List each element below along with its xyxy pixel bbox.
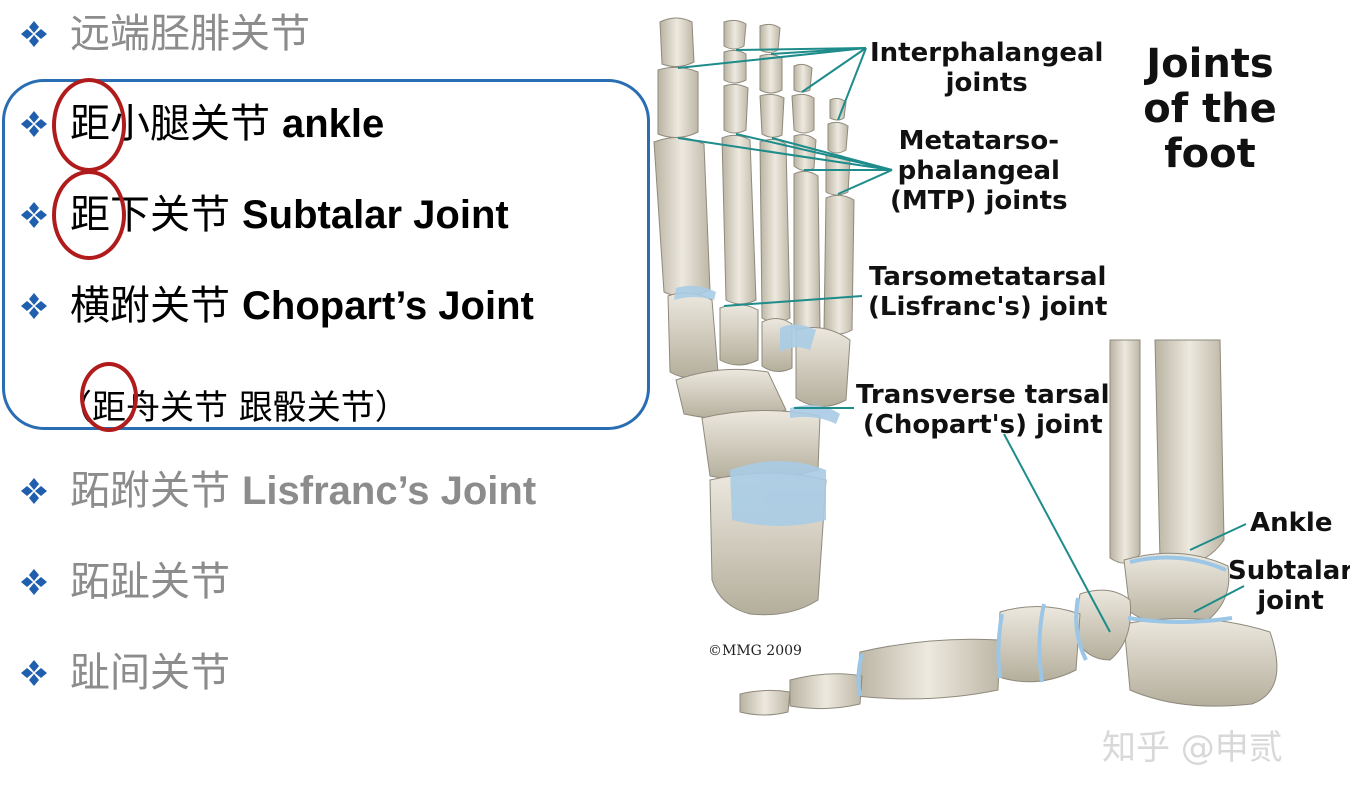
diamond-bullet-icon: [21, 21, 47, 47]
diamond-bullet-icon: [21, 111, 47, 137]
red-circle-highlight: [52, 170, 126, 260]
bullet-text-en: Subtalar Joint: [242, 193, 509, 237]
foot-anatomy-illustration: Interphalangeal joints Metatarso- phalan…: [640, 0, 1350, 794]
watermark: 知乎 @申贰: [1102, 728, 1283, 768]
bullet-item: 跖趾关节: [20, 562, 242, 602]
bullet-item: 横跗关节 Chopart’s Joint: [20, 286, 534, 326]
bullet-text-cn: 趾间关节: [70, 650, 230, 696]
bullet-text-cn: 跖趾关节: [70, 559, 230, 605]
diamond-bullet-icon: [21, 569, 47, 595]
label-transverse-tarsal: Transverse tarsal (Chopart's) joint: [856, 380, 1110, 440]
bullet-text-cn: 横跗关节: [70, 283, 230, 329]
lateral-foot: [739, 339, 1278, 716]
bullet-item: 趾间关节: [20, 653, 242, 693]
bullet-text-en: ankle: [282, 102, 385, 146]
bullet-text-cn: 远端胫腓关节: [70, 11, 310, 57]
highlight-box: [2, 79, 650, 430]
label-subtalar: Subtalar joint: [1228, 556, 1350, 616]
label-mtp: Metatarso- phalangeal (MTP) joints: [890, 126, 1068, 216]
diamond-bullet-icon: [21, 202, 47, 228]
dorsal-foot: [653, 17, 855, 616]
diamond-bullet-icon: [21, 660, 47, 686]
bullet-text-en: Chopart’s Joint: [242, 284, 534, 328]
diamond-bullet-icon: [21, 293, 47, 319]
label-interphalangeal: Interphalangeal joints: [870, 38, 1104, 98]
bullet-text-en: Lisfranc’s Joint: [242, 469, 537, 513]
label-ankle: Ankle: [1250, 508, 1333, 538]
bullet-item: 跖跗关节 Lisfranc’s Joint: [20, 471, 536, 511]
foot-bones-drawing: [653, 17, 1278, 716]
bullet-item: 远端胫腓关节: [20, 14, 322, 54]
red-circle-highlight: [80, 362, 138, 432]
figure-title: Joints of the foot: [1143, 41, 1277, 177]
bullet-text-cn: 跖跗关节: [70, 468, 230, 514]
copyright-text: ©MMG 2009: [708, 643, 802, 659]
red-circle-highlight: [52, 78, 126, 172]
bullet-list: 远端胫腓关节 距小腿关节 ankle 距下关节 Subtalar Joint 横…: [0, 0, 660, 794]
label-tarsometatarsal: Tarsometatarsal (Lisfranc's) joint: [868, 262, 1108, 322]
leader-lines: [677, 47, 1247, 633]
diamond-bullet-icon: [21, 478, 47, 504]
